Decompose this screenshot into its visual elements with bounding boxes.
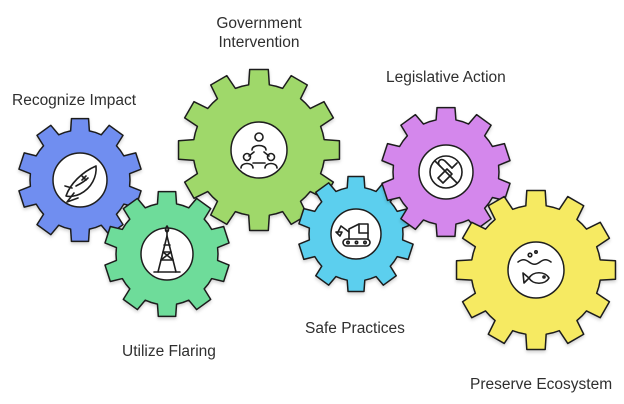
label-preserve-ecosystem: Preserve Ecosystem xyxy=(470,376,613,393)
fish-icon xyxy=(64,165,97,203)
label-utilize-flaring: Utilize Flaring xyxy=(122,343,216,360)
icon-disc-safe-practices xyxy=(330,208,382,260)
oil-derrick-icon xyxy=(153,225,181,273)
label-government-intervention-line1: Government xyxy=(216,15,302,32)
label-government-intervention-line2: Intervention xyxy=(218,34,300,51)
label-recognize-impact: Recognize Impact xyxy=(12,92,137,109)
excavator-icon xyxy=(335,223,371,247)
icon-disc-recognize-impact xyxy=(52,152,108,208)
icon-disc-utilize-flaring xyxy=(140,227,194,281)
fish-water-icon xyxy=(517,250,552,285)
icon-disc-government-intervention xyxy=(230,121,288,179)
label-safe-practices: Safe Practices xyxy=(305,320,405,337)
label-legislative-action: Legislative Action xyxy=(386,69,506,86)
people-network-icon xyxy=(240,132,278,169)
icon-disc-preserve-ecosystem xyxy=(507,241,565,299)
label-government-intervention: Government Intervention xyxy=(206,14,312,52)
no-tools-icon xyxy=(429,155,463,189)
